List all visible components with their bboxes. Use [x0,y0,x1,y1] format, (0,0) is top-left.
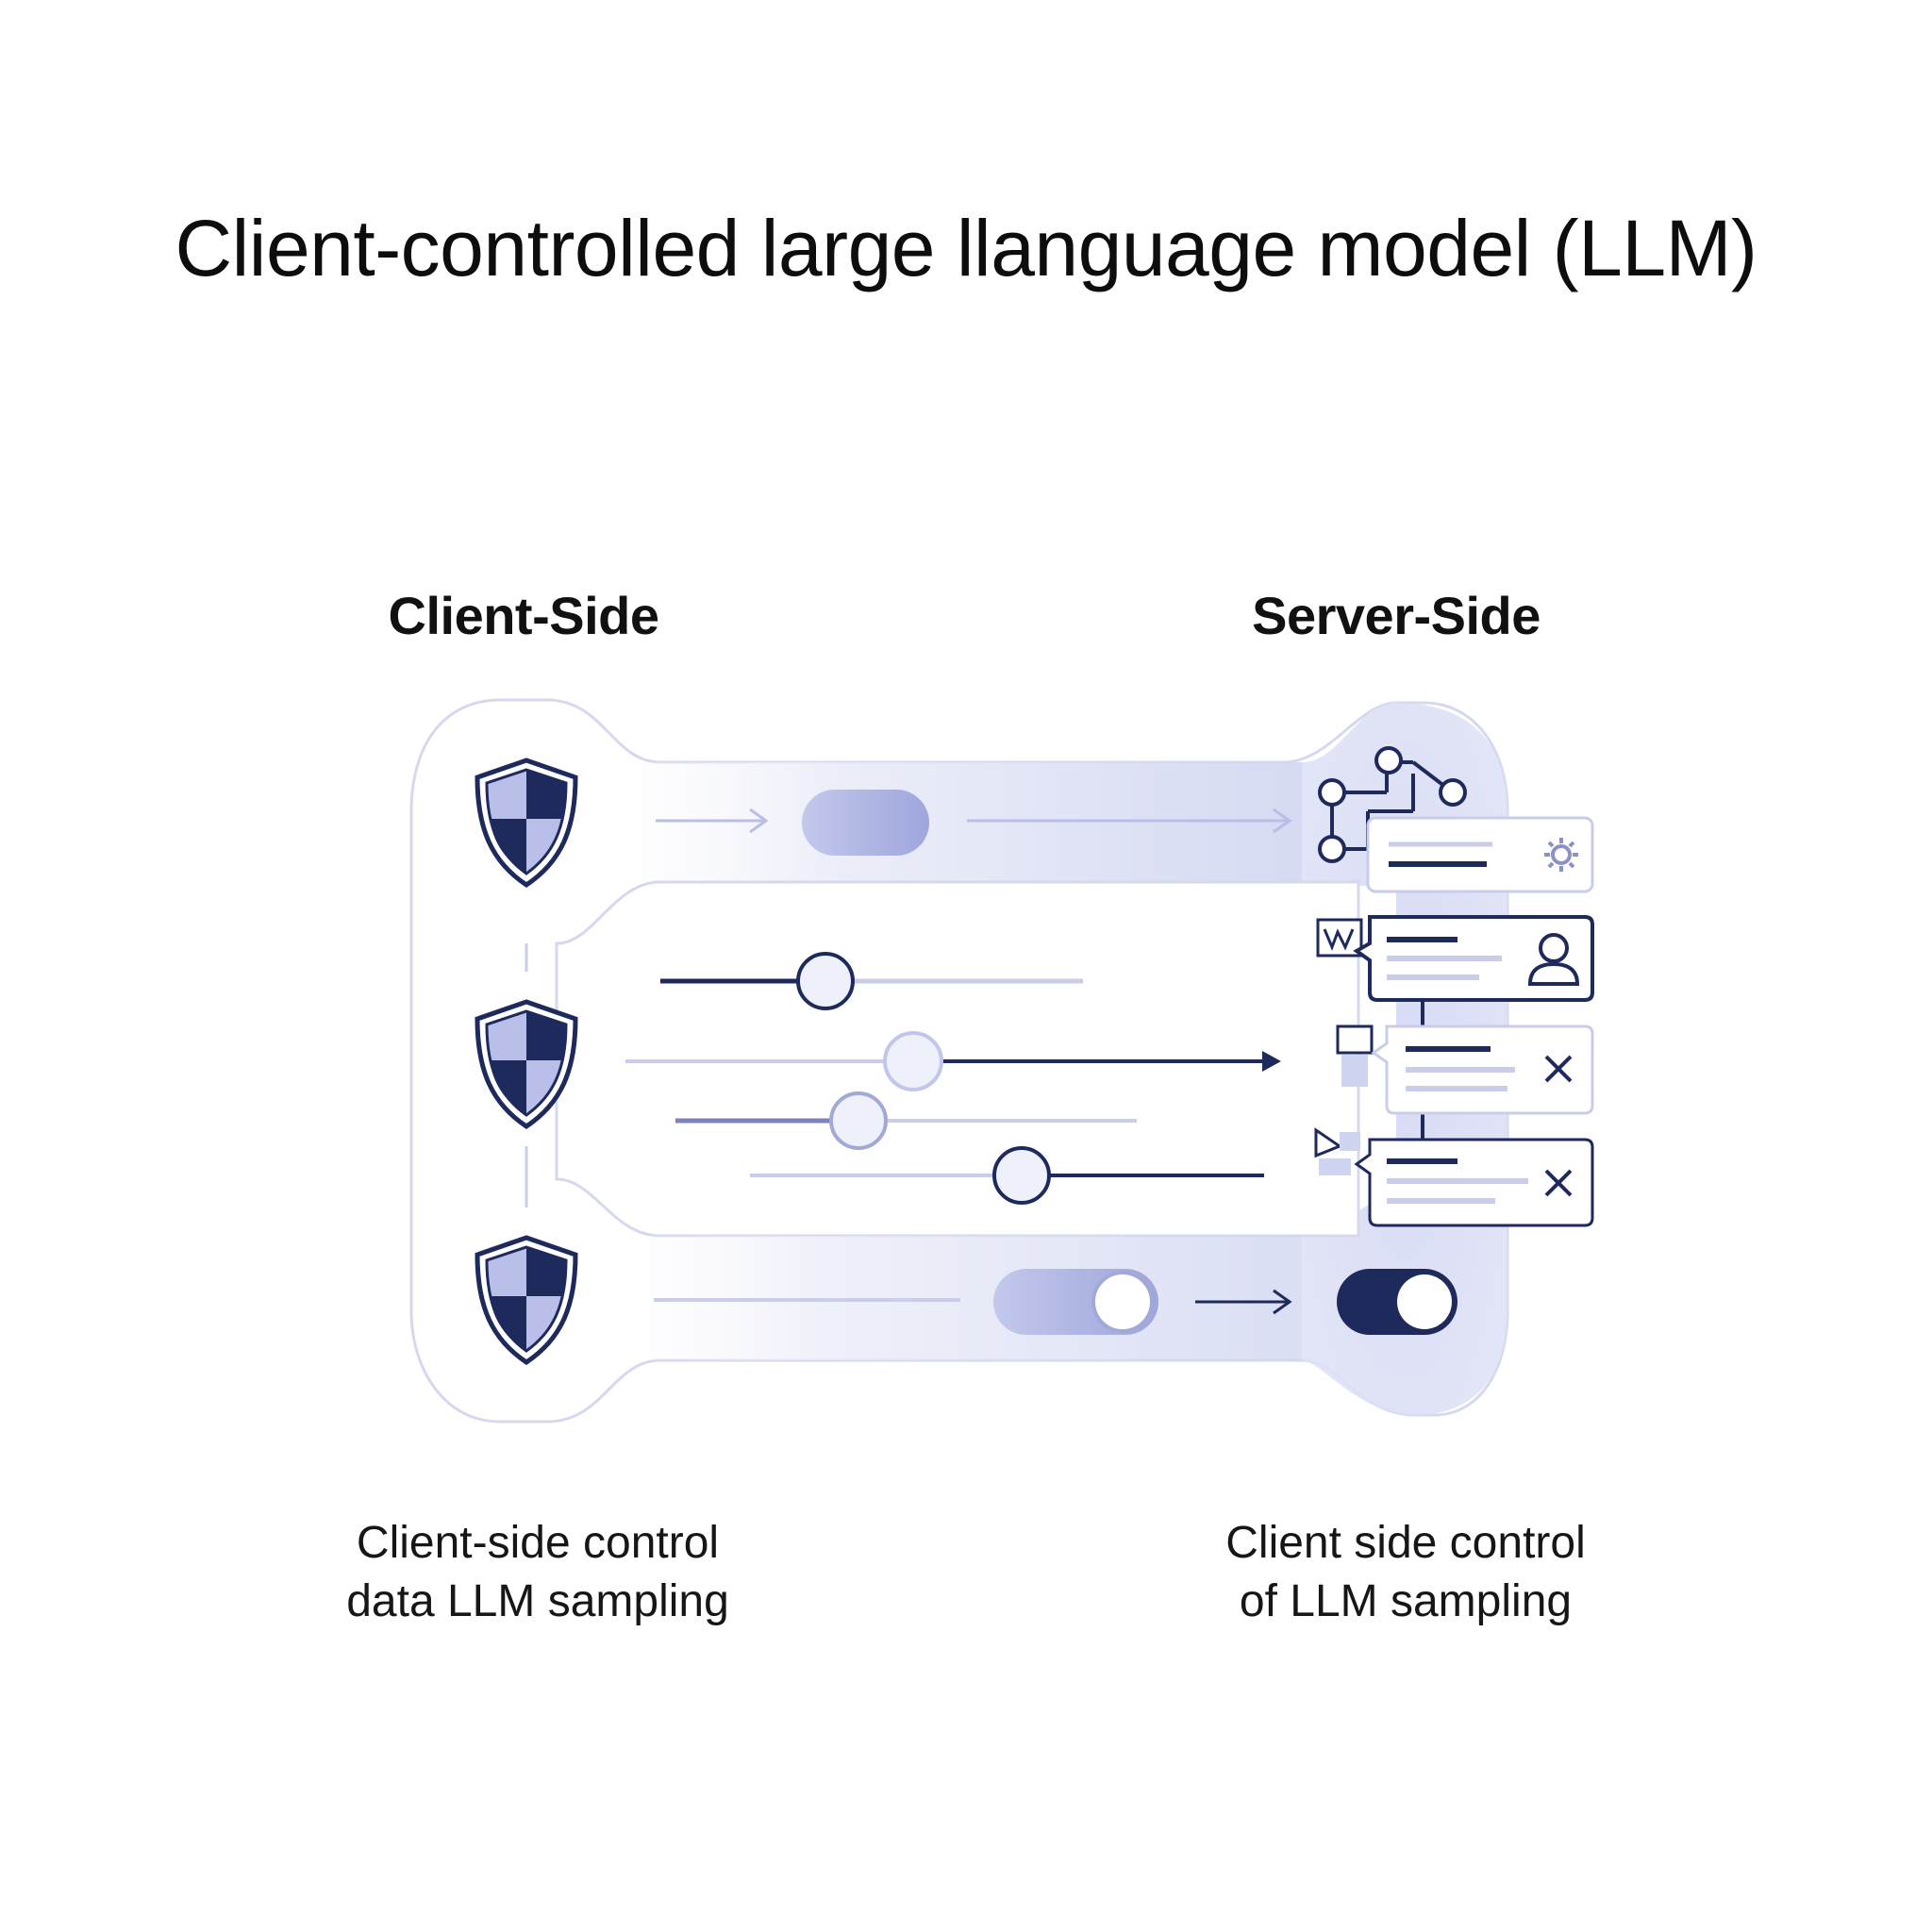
slider-3[interactable] [675,1091,1137,1150]
client-caption-line-2: data LLM sampling [346,1576,729,1626]
arrow-right-icon [656,808,769,834]
source-icon [1316,918,1363,958]
client-side-caption: Client-side control data LLM sampling [292,1514,783,1631]
user-icon [1527,933,1580,986]
server-card-dismiss-1[interactable] [1371,1024,1594,1115]
shield-icon [477,1238,575,1362]
client-caption-line-1: Client-side control [356,1518,720,1568]
close-icon[interactable] [1544,1055,1573,1083]
data-pill [802,790,929,856]
server-side-heading: Server-Side [1252,586,1541,645]
gear-icon[interactable] [1544,838,1578,872]
arrow-right-icon [1195,1289,1292,1315]
close-icon[interactable] [1544,1169,1573,1197]
shield-icon [477,760,575,885]
server-card-settings[interactable] [1366,816,1594,893]
arrow-right-icon [967,808,1292,834]
network-icon [1318,746,1467,863]
server-caption-line-1: Client side control [1225,1518,1586,1568]
client-container-outline [409,698,1509,1424]
slider-1[interactable] [660,952,1083,1010]
source-icon [1314,1127,1360,1175]
server-card-user[interactable] [1353,915,1594,1002]
server-caption-line-2: of LLM sampling [1239,1576,1573,1626]
server-card-dismiss-2[interactable] [1354,1138,1594,1227]
middle-control-panel [555,880,1360,1238]
server-toggle[interactable] [1337,1269,1457,1335]
page-title: Client-controlled large llanguage model … [175,204,1757,292]
top-data-band [566,762,1302,882]
client-toggle[interactable] [993,1269,1158,1335]
slider-2[interactable] [625,1031,1281,1091]
source-icon [1336,1024,1374,1087]
client-side-heading: Client-Side [388,586,659,645]
slider-4[interactable] [750,1146,1264,1205]
server-side-caption: Client side control of LLM sampling [1160,1514,1651,1631]
